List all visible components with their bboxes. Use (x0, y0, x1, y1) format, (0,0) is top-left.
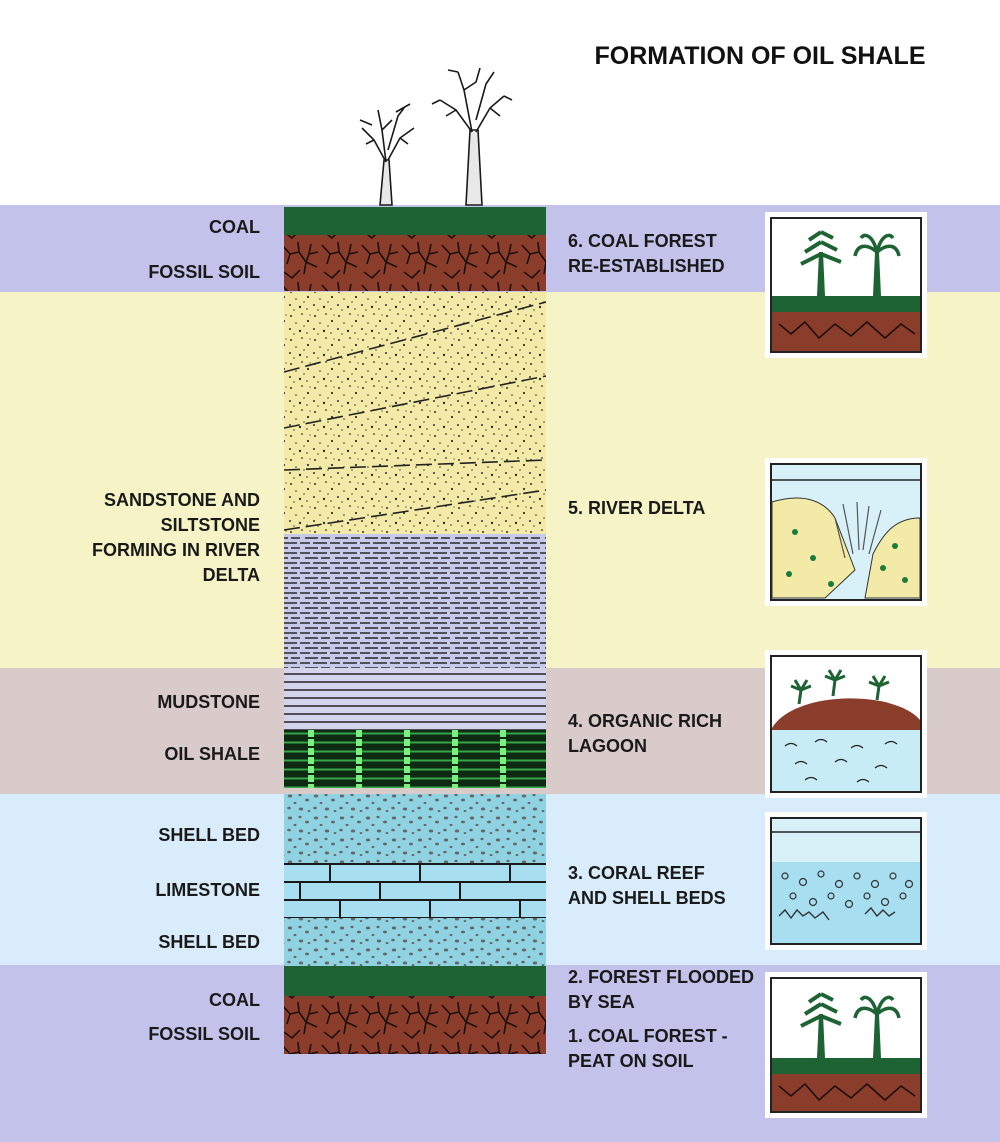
label-shell-bed-bottom: SHELL BED (158, 932, 260, 952)
sandstone-layer (284, 292, 546, 534)
fossil-soil-layer-bottom (284, 996, 546, 1054)
river-delta-icon (770, 463, 922, 601)
label-limestone: LIMESTONE (155, 880, 260, 900)
label-mudstone: MUDSTONE (157, 692, 260, 712)
label-sandstone: SANDSTONE AND SILTSTONE FORMING IN RIVER… (91, 490, 260, 585)
stage-5-label: 5. RIVER DELTA (568, 498, 706, 518)
fossil-soil-layer-top (284, 235, 546, 291)
coral-reef-icon (770, 817, 922, 945)
coal-forest-icon (770, 977, 922, 1113)
coal-forest-icon (770, 217, 922, 353)
stage-1-label: 1. COAL FOREST - PEAT ON SOIL (568, 1026, 728, 1071)
stage-3-label: 3. CORAL REEF AND SHELL BEDS (568, 863, 726, 908)
siltstone-layer (284, 534, 546, 668)
shell-bed-layer-top (284, 794, 546, 864)
label-oil-shale: OIL SHALE (164, 744, 260, 764)
label-coal-bottom: COAL (209, 990, 260, 1010)
stage-4-label: 4. ORGANIC RICH LAGOON (568, 711, 723, 756)
label-coal-top: COAL (209, 217, 260, 237)
mudstone-layer (284, 668, 546, 730)
coal-forest-thumbnail-bottom (765, 972, 927, 1118)
lagoon-thumbnail (765, 650, 927, 798)
shell-bed-layer-bottom (284, 918, 546, 966)
stage-6-label: 6. COAL FOREST RE-ESTABLISHED (568, 231, 725, 276)
page-title: FORMATION OF OIL SHALE (594, 42, 926, 70)
lagoon-icon (770, 655, 922, 793)
coal-forest-thumbnail-top (765, 212, 927, 358)
coal-layer-top (284, 207, 546, 235)
stage-2-label: 2. FOREST FLOODED BY SEA (568, 967, 755, 1012)
river-delta-thumbnail (765, 458, 927, 606)
label-shell-bed-top: SHELL BED (158, 825, 260, 845)
oil-shale-layer (284, 730, 546, 788)
label-fossil-soil-bottom: FOSSIL SOIL (148, 1024, 260, 1044)
limestone-layer (284, 864, 546, 918)
coral-reef-thumbnail (765, 812, 927, 950)
coal-layer-bottom (284, 966, 546, 996)
label-fossil-soil-top: FOSSIL SOIL (148, 262, 260, 282)
dead-tree-icon (359, 67, 513, 206)
